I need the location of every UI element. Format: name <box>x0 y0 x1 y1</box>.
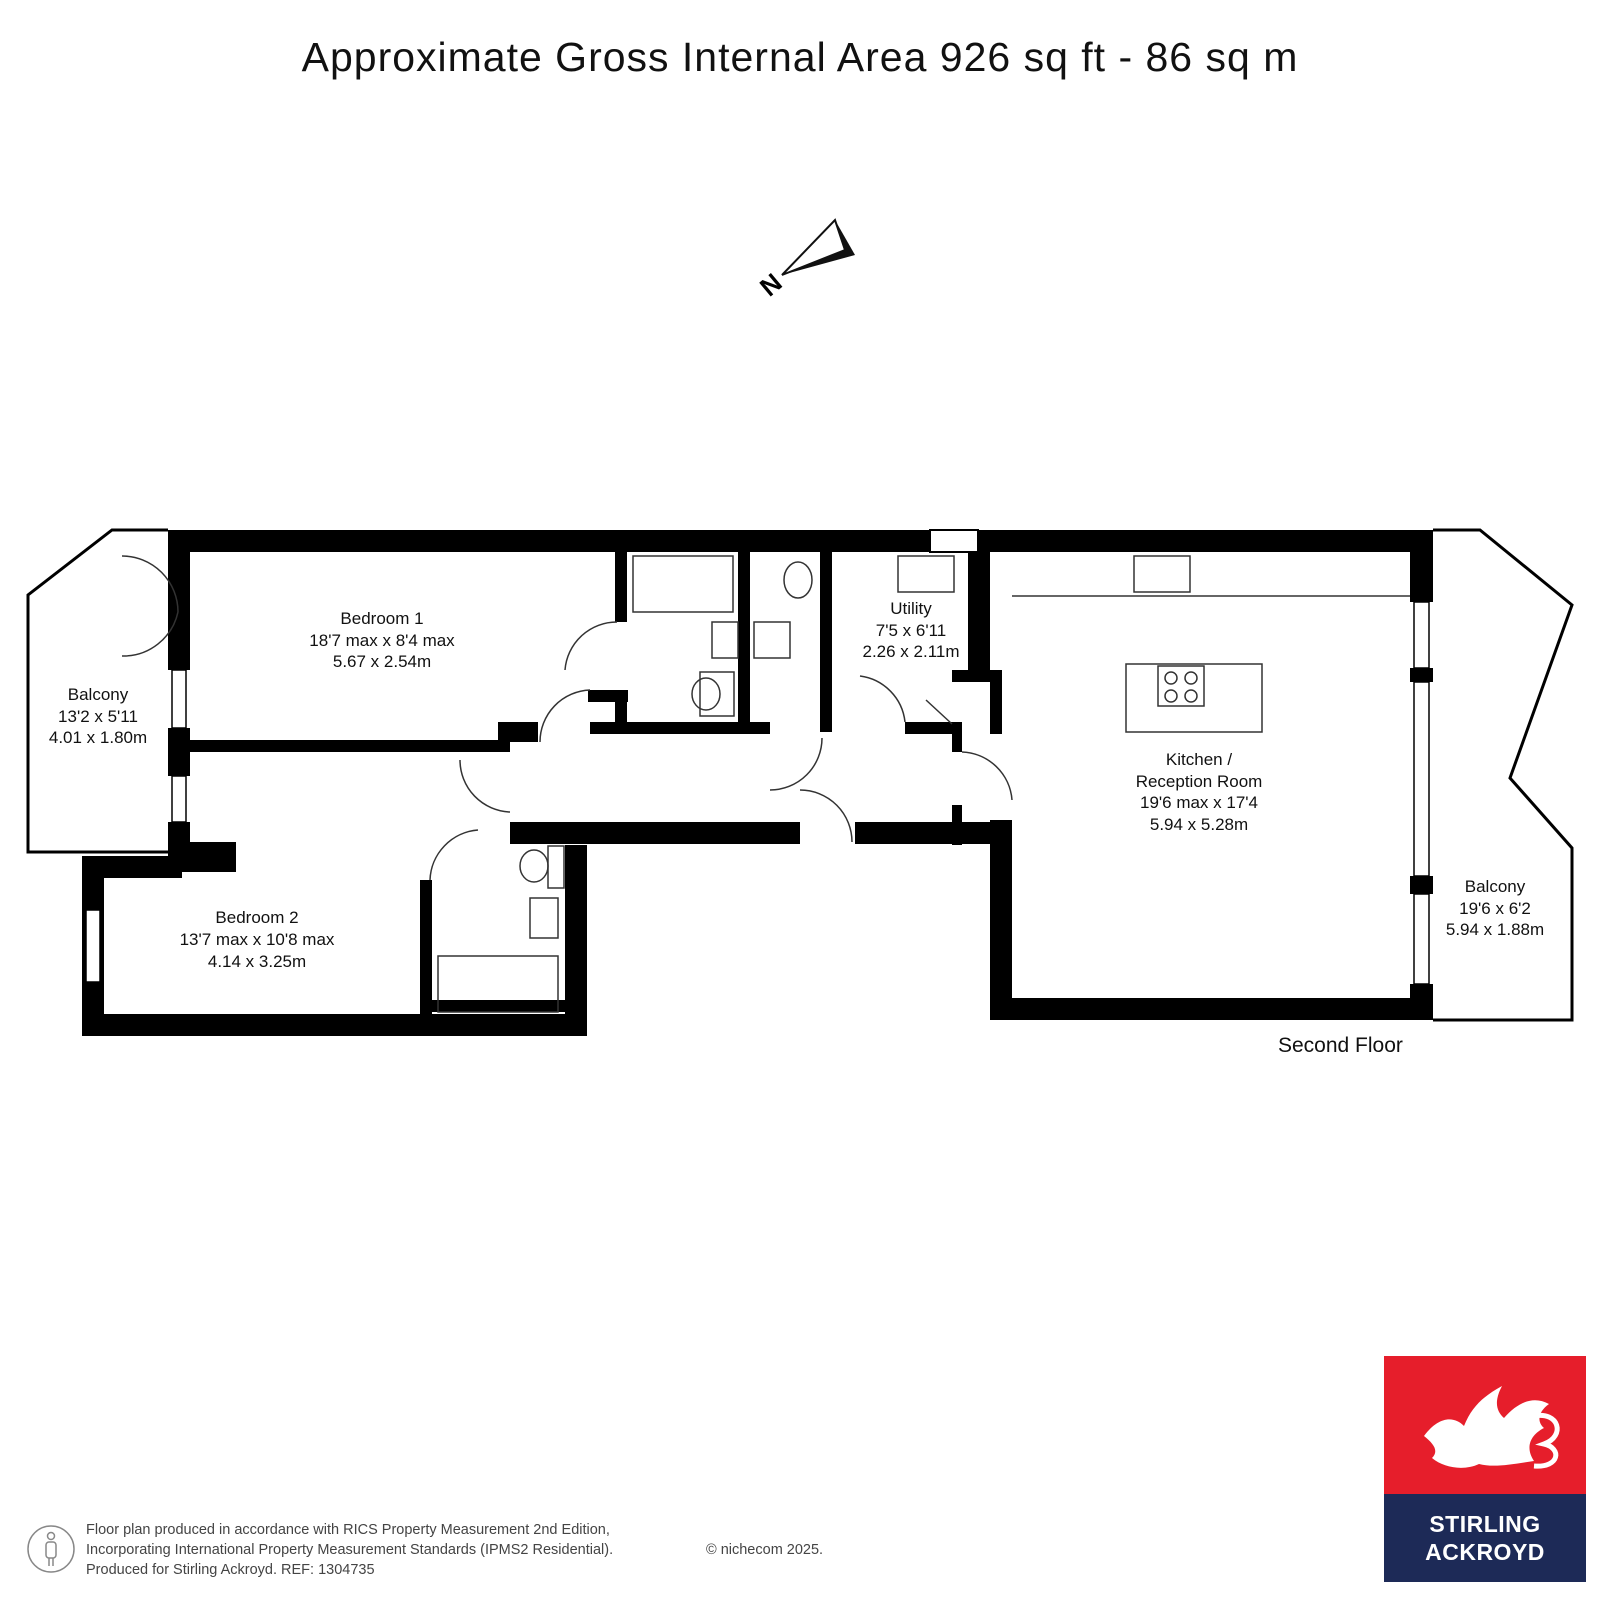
bath-bottom <box>437 955 559 1013</box>
balcony-right-name: Balcony <box>1465 877 1526 896</box>
compass-letter: N <box>754 267 788 302</box>
wc-top <box>699 671 735 717</box>
hob-icon <box>1157 665 1205 707</box>
kitchen-name: Kitchen / <box>1166 750 1232 769</box>
kitchen-name2: Reception Room <box>1136 772 1263 791</box>
footer-line2: Incorporating International Property Mea… <box>86 1542 614 1558</box>
balcony-left-name: Balcony <box>68 685 129 704</box>
kitchen-island <box>1125 663 1263 733</box>
compass-arrow-icon: N <box>754 218 855 302</box>
balcony-right-imperial: 19'6 x 6'2 <box>1459 899 1531 918</box>
bedroom2-name: Bedroom 2 <box>215 908 298 927</box>
fixtures <box>121 555 1410 1013</box>
footer-copyright: © nichecom 2025. <box>706 1542 824 1558</box>
footer-line1: Floor plan produced in accordance with R… <box>86 1522 610 1538</box>
balcony-right-metric: 5.94 x 1.88m <box>1446 920 1544 939</box>
page-title: Approximate Gross Internal Area 926 sq f… <box>301 34 1299 80</box>
griffin-icon <box>1384 1356 1586 1494</box>
kitchen-sink <box>1133 555 1191 593</box>
kitchen-imperial: 19'6 max x 17'4 <box>1140 793 1258 812</box>
footer-notes: Floor plan produced in accordance with R… <box>86 1520 823 1580</box>
stirling-ackroyd-logo: STIRLING ACKROYD <box>1384 1356 1586 1582</box>
floor-label: Second Floor <box>1278 1034 1403 1057</box>
utility-name: Utility <box>890 599 932 618</box>
logo-line1: STIRLING <box>1429 1511 1541 1537</box>
bedroom2-metric: 4.14 x 3.25m <box>208 952 306 971</box>
bedroom1-imperial: 18'7 max x 8'4 max <box>309 631 455 650</box>
person-icon <box>27 1525 75 1573</box>
bedroom2-imperial: 13'7 max x 10'8 max <box>180 930 335 949</box>
balcony-left-imperial: 13'2 x 5'11 <box>58 707 138 726</box>
balcony-left-outline <box>26 528 168 854</box>
utility-imperial: 7'5 x 6'11 <box>876 621 946 640</box>
bedroom1-metric: 5.67 x 2.54m <box>333 652 431 671</box>
balcony-left-metric: 4.01 x 1.80m <box>49 728 147 747</box>
walls <box>82 529 1433 1036</box>
bath-top <box>632 555 734 613</box>
kitchen-metric: 5.94 x 5.28m <box>1150 815 1248 834</box>
footer-line3: Produced for Stirling Ackroyd. REF: 1304… <box>86 1562 375 1578</box>
logo-line2: ACKROYD <box>1425 1539 1545 1565</box>
kitchen-windows <box>85 601 1430 985</box>
utility-metric: 2.26 x 2.11m <box>862 642 959 661</box>
logo-text: STIRLING ACKROYD <box>1384 1494 1586 1582</box>
bedroom1-name: Bedroom 1 <box>340 609 423 628</box>
balcony-right-outline <box>1433 528 1574 1022</box>
utility-sink <box>897 555 955 593</box>
